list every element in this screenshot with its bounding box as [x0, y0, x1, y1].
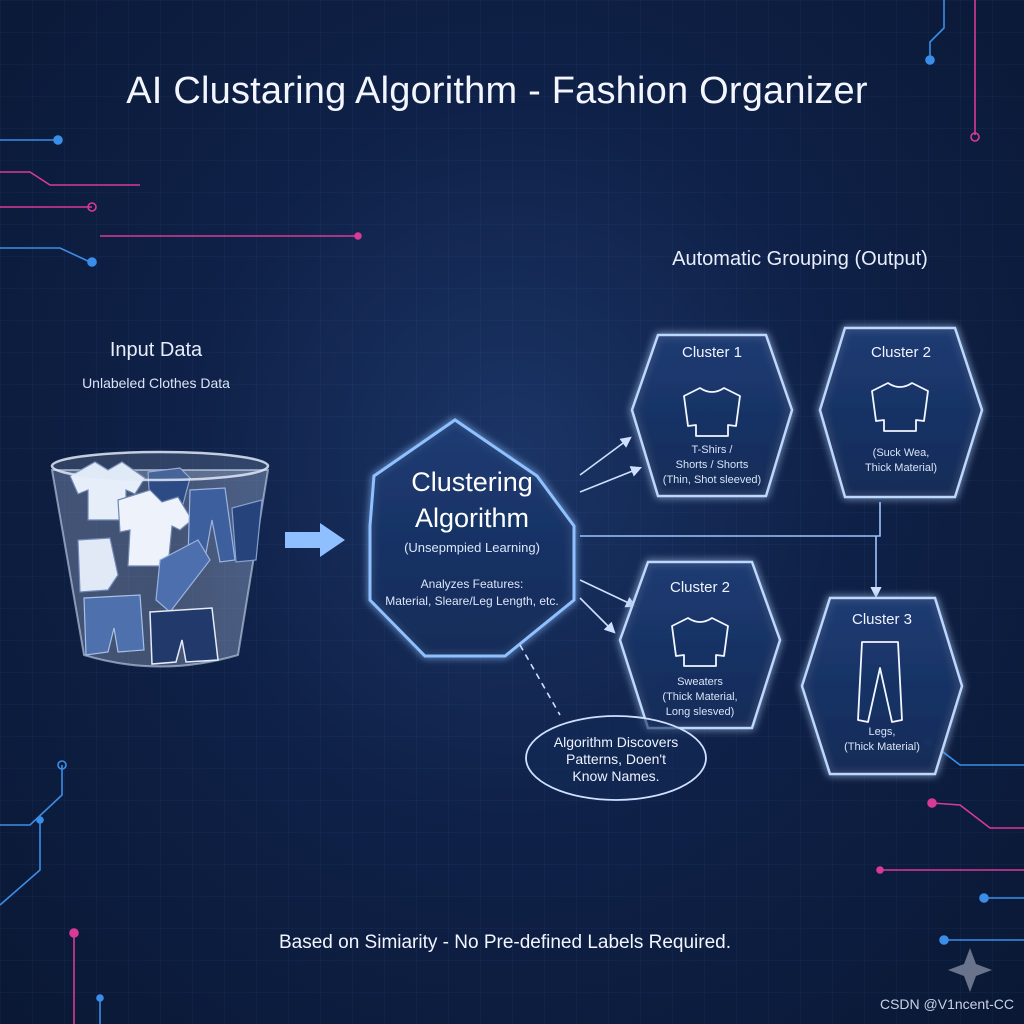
algorithm-subtitle: (Unsepmpied Learning): [404, 540, 540, 555]
shorts-icon: [83, 594, 145, 656]
output-heading: Automatic Grouping (Output): [672, 248, 928, 270]
note-line1: Algorithm Discovers: [553, 734, 679, 750]
sweater-icon: [683, 387, 741, 437]
input-heading: Input Data: [109, 339, 203, 361]
cluster-3-desc-line1: Legs,: [868, 726, 896, 738]
input-subheading: Unlabeled Clothes Data: [82, 375, 230, 391]
line-to-cluster-2a: [580, 502, 881, 537]
cluster-1-desc-line3: (Thin, Shot sleeved): [662, 474, 762, 486]
circuit-node: [939, 935, 949, 945]
algorithm-title-line2: Algorithm: [414, 503, 530, 533]
arrow-to-cluster-2b: [579, 579, 638, 608]
circuit-node: [927, 798, 937, 808]
page-title: AI Clustaring Algorithm - Fashion Organi…: [126, 70, 868, 112]
shorts-icon: [149, 607, 219, 665]
algorithm-node: [368, 418, 576, 658]
cluster-1-desc-line2: Shorts / Shorts: [675, 459, 749, 471]
sweater-icon: [671, 617, 729, 667]
circuit-line: [0, 765, 63, 826]
footer-text: Based on Simiarity - No Pre-defined Labe…: [278, 932, 731, 953]
algorithm-features-line2: Material, Sleare/Leg Length, etc.: [385, 594, 559, 608]
circuit-line: [931, 802, 1024, 829]
circuit-node: [87, 202, 97, 212]
circuit-line: [0, 247, 91, 263]
circuit-node: [87, 257, 97, 267]
cluster-3-desc-line2: (Thick Material): [844, 741, 920, 753]
arrow-to-cluster-1: [579, 466, 643, 493]
cluster-2a-title: Cluster 2: [870, 344, 932, 361]
cluster-1-desc-line1: T-Shirs /: [691, 444, 733, 456]
circuit-node: [925, 55, 935, 65]
cluster-2a-hexagon: [818, 326, 984, 499]
cluster-2a-desc-line1: (Suck Wea,: [872, 447, 930, 459]
clothes-pile: [69, 461, 263, 665]
input-arrow-icon: [285, 523, 345, 557]
polo-icon: [77, 537, 119, 593]
tshirt-icon: [117, 489, 193, 567]
connectors: [519, 436, 882, 716]
circuit-node: [979, 893, 989, 903]
pants-icon: [857, 641, 903, 723]
note-line2: Patterns, Doen't: [566, 751, 666, 767]
arrow-to-cluster-2b: [579, 597, 616, 634]
cluster-2b-title: Cluster 2: [669, 579, 731, 596]
note-line3: Know Names.: [572, 768, 660, 784]
circuit-node: [354, 232, 362, 240]
arrow-to-cluster-1: [579, 436, 632, 476]
sweater-icon: [871, 382, 929, 432]
circuit-node: [57, 760, 67, 770]
bucket-rim: [50, 450, 270, 482]
cluster-2b-desc-line3: Long slesved): [665, 706, 735, 718]
algorithm-features-line1: Analyzes Features:: [420, 577, 524, 591]
circuit-line: [0, 171, 140, 186]
cluster-2b-desc-line2: (Thick Material,: [662, 691, 738, 703]
cluster-3-title: Cluster 3: [851, 611, 913, 628]
circuit-line: [929, 0, 945, 60]
circuit-node: [53, 135, 63, 145]
shirt-icon: [231, 499, 263, 563]
circuit-node: [970, 132, 980, 142]
jeans-icon: [155, 539, 211, 613]
note-bubble: [525, 715, 707, 801]
algorithm-hexagon: [368, 418, 576, 658]
algorithm-title-line1: Clustering: [411, 467, 533, 497]
cluster-2a-desc-line2: Thick Material): [864, 462, 938, 474]
sparkle-icon: [948, 948, 992, 992]
cluster-2b-desc-line1: Sweaters: [677, 676, 723, 688]
circuit-node: [69, 928, 79, 938]
circuit-line: [0, 820, 41, 906]
cluster-3-hexagon: [800, 596, 964, 776]
circuit-node: [876, 866, 884, 874]
dashed-note-link: [519, 644, 561, 716]
cluster-1-title: Cluster 1: [681, 344, 743, 361]
cluster-hexagons: [618, 326, 984, 776]
clothes-bucket: [50, 450, 270, 668]
circuit-node: [36, 816, 44, 824]
credit-text: CSDN @V1ncent-CC: [879, 996, 1014, 1012]
cluster-2b-hexagon: [618, 560, 782, 730]
circuit-node: [96, 994, 104, 1002]
cluster-1-hexagon: [630, 333, 794, 498]
